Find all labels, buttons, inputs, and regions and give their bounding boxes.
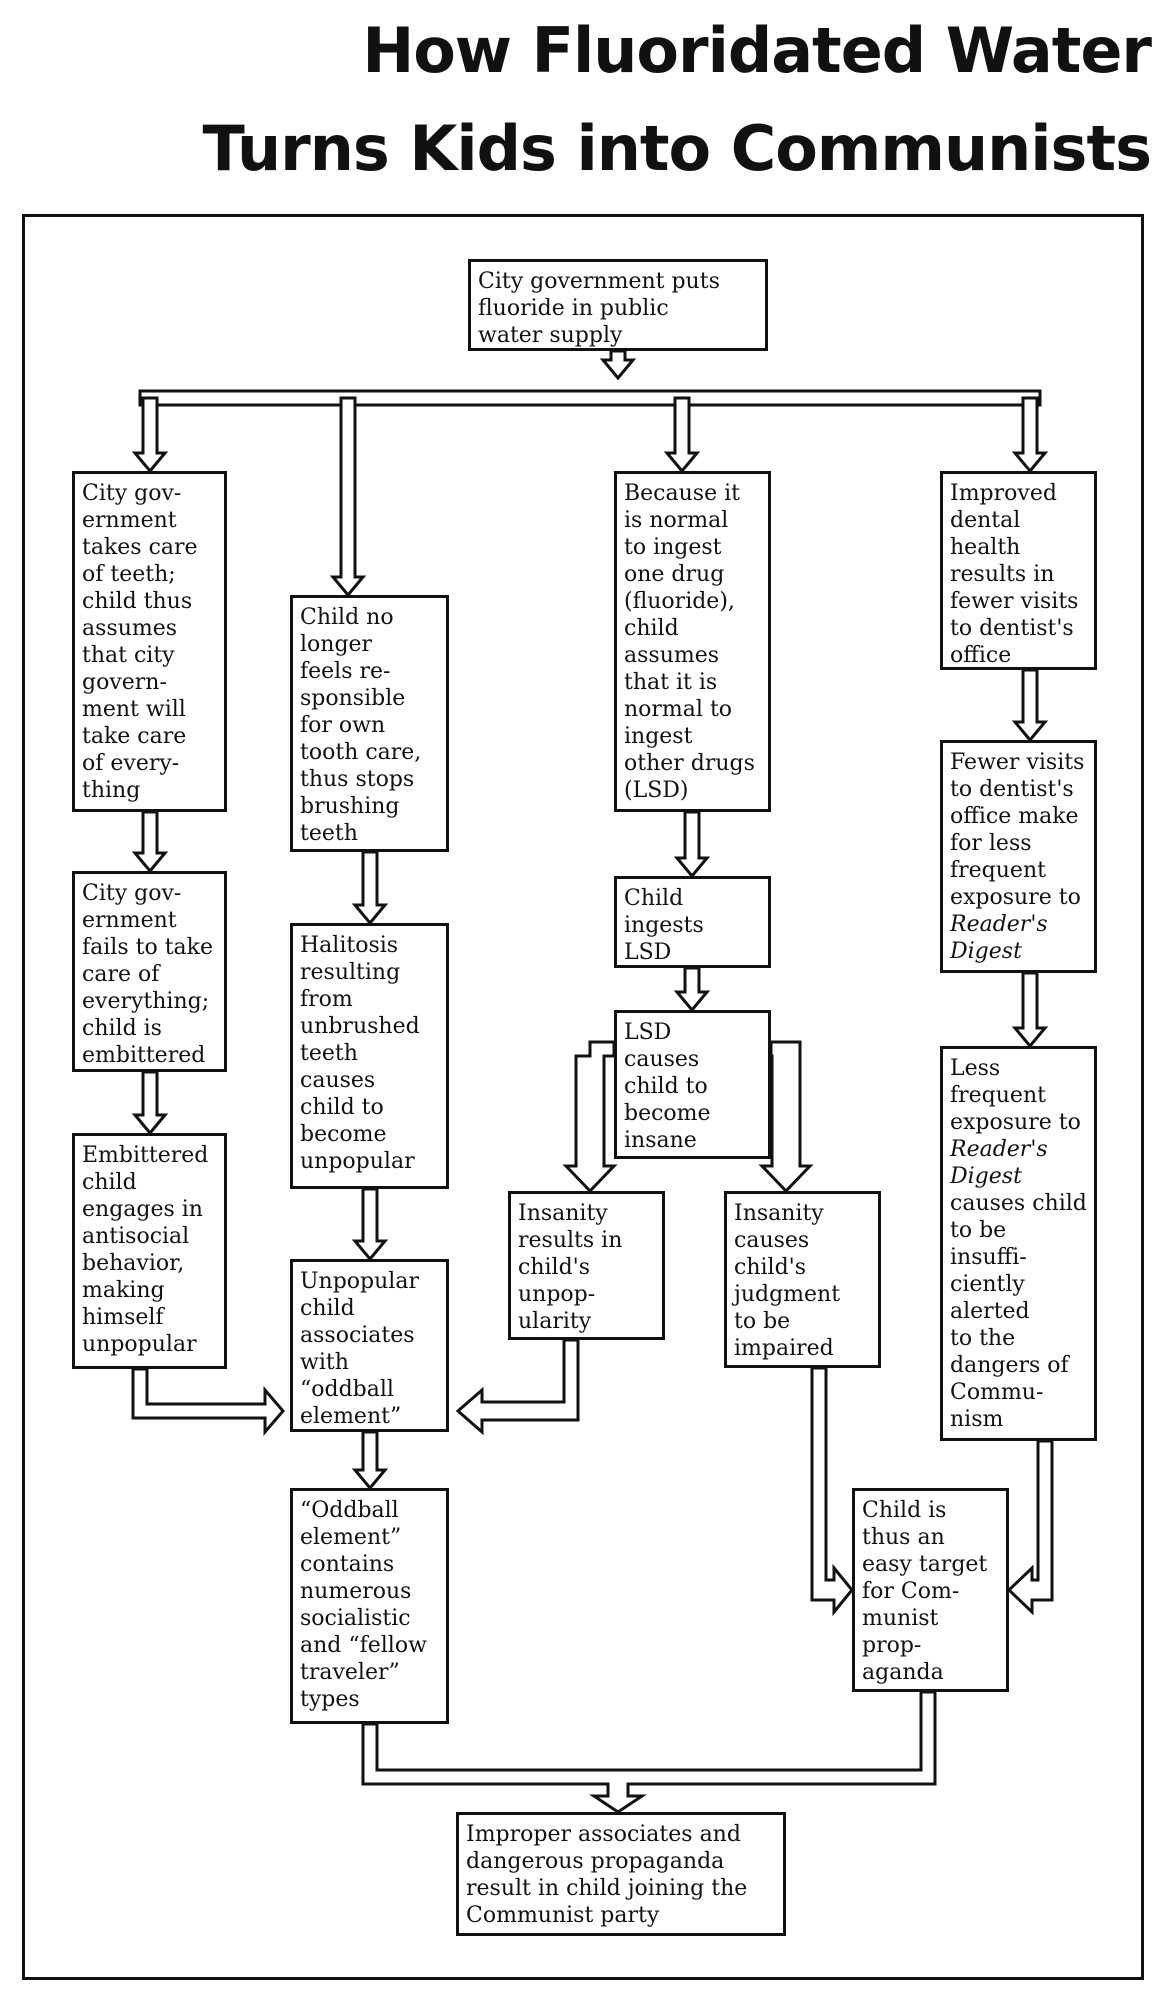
- arrow-down: [673, 966, 711, 1013]
- box-insanity-unpopularity: Insanity results in child's unpop- ulari…: [508, 1191, 665, 1340]
- arrow-down: [1011, 971, 1049, 1049]
- fewer-visits-text: Fewer visits to dentist's office make fo…: [950, 750, 1085, 910]
- box-lsd-insane: LSD causes child to become insane: [614, 1010, 771, 1159]
- box-city-fails: City gov- ernment fails to take care of …: [72, 871, 227, 1072]
- arrow-down: [131, 396, 169, 474]
- distribution-bar: [138, 389, 1042, 407]
- title-line-2: Turns Kids into Communists: [202, 112, 1152, 185]
- box-dental-health: Improved dental health results in fewer …: [940, 471, 1097, 670]
- arrow-down: [131, 810, 169, 874]
- box-joins-communist-party: Improper associates and dangerous propag…: [456, 1812, 786, 1936]
- arrow-down: [1011, 668, 1049, 743]
- arrow-to-unpopularity: [562, 1040, 618, 1194]
- box-insanity-judgment: Insanity causes child's judgment to be i…: [724, 1191, 881, 1368]
- box-oddball-socialists: “Oddball element” contains numerous soci…: [290, 1488, 449, 1724]
- box-oddball-association: Unpopular child associates with “oddball…: [290, 1259, 449, 1432]
- box-stops-brushing: Child no longer feels re- sponsible for …: [290, 595, 449, 852]
- box-drug-normal: Because it is normal to ingest one drug …: [614, 471, 771, 812]
- box-fewer-visits: Fewer visits to dentist's office make fo…: [940, 740, 1097, 973]
- box-halitosis: Halitosis resulting from unbrushed teeth…: [290, 923, 449, 1189]
- arrow-down: [351, 850, 389, 926]
- arrow-down: [351, 1187, 389, 1262]
- arrow-down: [131, 1070, 169, 1136]
- arrow-to-judgment: [758, 1040, 814, 1194]
- arrow-down: [663, 396, 701, 474]
- box-city-takes-care: City gov- ernment takes care of teeth; c…: [72, 471, 227, 812]
- arrow-down: [599, 349, 637, 381]
- arrow-merge-to-party: [361, 1690, 937, 1814]
- less-exposure-text-1: Less frequent exposure to: [950, 1056, 1081, 1135]
- arrow-less-exposure-to-target: [1006, 1439, 1054, 1616]
- less-exposure-text-2: causes child to be insuffi- ciently aler…: [950, 1191, 1087, 1432]
- title-line-1: How Fluoridated Water: [362, 14, 1152, 87]
- arrow-to-oddball: [131, 1367, 285, 1437]
- arrow-down: [329, 396, 367, 598]
- arrow-down: [673, 810, 711, 879]
- arrow-down: [351, 1430, 389, 1491]
- arrow-down: [1011, 396, 1049, 474]
- box-fluoride-in-water: City government puts fluoride in public …: [468, 259, 768, 351]
- arrow-judgment-to-target: [810, 1366, 854, 1617]
- fewer-visits-emphasis: Reader's Digest: [950, 912, 1048, 964]
- box-easy-target: Child is thus an easy target for Com- mu…: [852, 1488, 1009, 1692]
- box-less-exposure: Less frequent exposure to Reader's Diges…: [940, 1046, 1097, 1441]
- arrow-unpopularity-to-oddball: [455, 1338, 580, 1436]
- box-ingests-lsd: Child ingests LSD: [614, 876, 771, 968]
- diagram-frame: [22, 214, 1144, 1980]
- less-exposure-emphasis: Reader's Digest: [950, 1137, 1048, 1189]
- box-embittered: Embittered child engages in antisocial b…: [72, 1133, 227, 1369]
